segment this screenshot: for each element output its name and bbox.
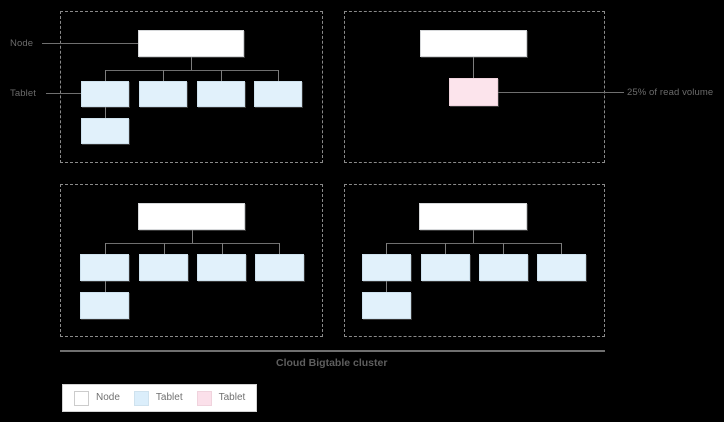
- tablet-box-bl-5: [80, 292, 129, 319]
- node-callout-line: [42, 43, 138, 44]
- node-trunk-tl: [191, 57, 192, 70]
- legend-swatch-tablet-icon: [133, 390, 149, 406]
- hot-callout-label: 25% of read volume: [627, 87, 714, 98]
- tablet-box-br-3: [479, 254, 528, 281]
- tablet-drop-br-1: [386, 243, 387, 254]
- node-box-br: [419, 203, 527, 230]
- node-box-bl: [138, 203, 245, 230]
- tablet-callout-line: [46, 93, 82, 94]
- tablet-box-tl-2: [139, 81, 187, 107]
- tablet-box-tl-4: [254, 81, 302, 107]
- panel-top-left: [60, 11, 323, 163]
- hot-callout-line: [498, 92, 624, 93]
- legend-item-hot-tablet: Tablet: [196, 390, 246, 406]
- tablet-box-br-1: [362, 254, 411, 281]
- tablet-drop-bl-3: [222, 243, 223, 254]
- node-box-tr: [420, 30, 527, 57]
- legend: Node Tablet Tablet: [62, 384, 258, 412]
- tablet-drop-tl-1: [105, 70, 106, 81]
- legend-label-node: Node: [96, 392, 120, 403]
- legend-swatch-hot-tablet-icon: [196, 390, 212, 406]
- tablet-drop-bl-5: [105, 281, 106, 292]
- node-trunk-bl: [192, 230, 193, 243]
- tablet-box-tl-1: [81, 81, 129, 107]
- tablet-drop-bl-2: [164, 243, 165, 254]
- cluster-caption: Cloud Bigtable cluster: [276, 357, 388, 369]
- tablet-drop-tl-2: [163, 70, 164, 81]
- tablet-callout-label: Tablet: [10, 88, 36, 99]
- panel-bottom-right: [344, 184, 605, 337]
- tablet-bus-tl: [105, 70, 279, 71]
- legend-swatch-node-icon: [74, 390, 89, 406]
- panel-bottom-left: [60, 184, 323, 337]
- cluster-rule: [60, 350, 605, 352]
- tablet-box-br-4: [537, 254, 586, 281]
- legend-item-node: Node: [74, 390, 120, 406]
- hot-tablet-box-tr: [449, 78, 498, 106]
- node-trunk-br: [473, 230, 474, 243]
- node-trunk-tr: [473, 57, 474, 78]
- tablet-box-tl-3: [197, 81, 245, 107]
- tablet-bus-br: [386, 243, 562, 244]
- tablet-box-br-5: [362, 292, 411, 319]
- tablet-bus-bl: [105, 243, 280, 244]
- tablet-box-bl-2: [139, 254, 188, 281]
- tablet-drop-tl-5: [105, 107, 106, 118]
- node-callout-label: Node: [10, 38, 34, 49]
- tablet-box-bl-1: [80, 254, 129, 281]
- legend-label-hot-tablet: Tablet: [218, 392, 246, 403]
- tablet-drop-tl-3: [221, 70, 222, 81]
- tablet-drop-br-3: [503, 243, 504, 254]
- node-box-tl: [138, 30, 244, 57]
- tablet-box-bl-3: [197, 254, 246, 281]
- tablet-drop-br-4: [561, 243, 562, 254]
- tablet-box-tl-5: [81, 118, 129, 144]
- panel-top-right: [344, 11, 605, 163]
- tablet-drop-br-2: [445, 243, 446, 254]
- tablet-drop-br-5: [386, 281, 387, 292]
- tablet-drop-bl-1: [105, 243, 106, 254]
- tablet-drop-bl-4: [279, 243, 280, 254]
- tablet-box-br-2: [421, 254, 470, 281]
- legend-item-tablet: Tablet: [133, 390, 183, 406]
- tablet-drop-tl-4: [278, 70, 279, 81]
- legend-label-tablet: Tablet: [155, 392, 183, 403]
- tablet-box-bl-4: [255, 254, 304, 281]
